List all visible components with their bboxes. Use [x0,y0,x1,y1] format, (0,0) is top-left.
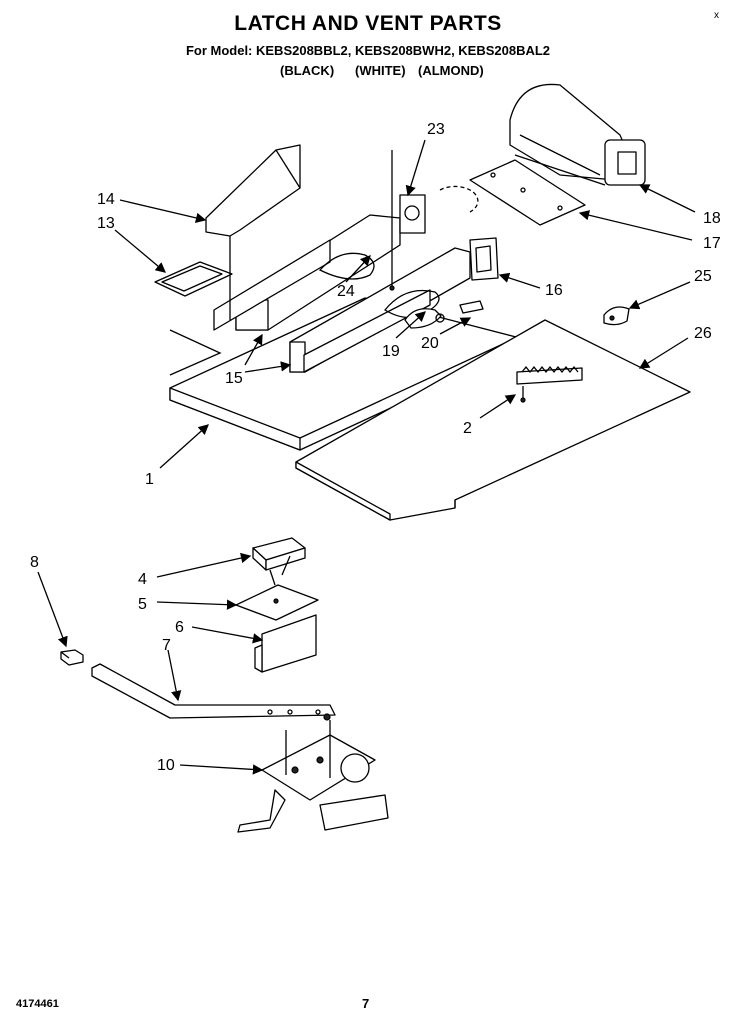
callout-1: 1 [145,471,154,488]
part-2-strip [516,365,583,403]
part-17-plate [469,159,586,226]
part-16-bracket [469,237,499,281]
callout-16: 16 [545,282,563,299]
part-6-cover [254,614,317,673]
callout-26: 26 [694,325,712,342]
part-18-blower-motor [509,83,646,186]
callout-25: 25 [694,268,712,285]
part-23-vent-block [389,150,479,291]
callout-13: 13 [97,215,115,232]
part-26-outer-panel [295,319,691,521]
part-15-vent-ducts [213,214,471,373]
callout-8: 8 [30,554,39,571]
part-10-latch-mechanism [237,720,389,833]
callout-6: 6 [175,619,184,636]
callout-19: 19 [382,343,400,360]
callout-23: 23 [427,121,445,138]
part-25-clip [603,306,630,326]
callout-5: 5 [138,596,147,613]
model-list: For Model: KEBS208BBL2, KEBS208BWH2, KEB… [185,43,551,58]
leader-lines [37,139,696,775]
callout-14: 14 [97,191,115,208]
callout-24: 24 [337,283,355,300]
color-white: (WHITE) [355,63,406,78]
callout-4: 4 [138,571,147,588]
document-number: 4174461 [16,998,59,1010]
color-almond: (ALMOND) [418,63,484,78]
callout-20: 20 [421,335,439,352]
callout-18: 18 [703,210,721,227]
callout-labels: 1 2 4 5 6 7 8 10 13 14 15 16 17 18 19 20… [30,121,721,774]
color-black: (BLACK) [280,63,335,78]
part-7-latch-arm [91,663,336,721]
callout-2: 2 [463,420,472,437]
callout-15: 15 [225,370,243,387]
corner-mark: x [714,10,719,21]
part-14-bracket [205,144,301,320]
part-5-shield [235,584,319,621]
part-13-tray [154,261,233,297]
callout-7: 7 [162,637,171,654]
part-8-block [60,649,84,666]
page-title: LATCH AND VENT PARTS [234,12,502,35]
page-number: 7 [362,996,370,1011]
callout-17: 17 [703,235,721,252]
callout-10: 10 [157,757,175,774]
part-4-switch [252,537,306,586]
